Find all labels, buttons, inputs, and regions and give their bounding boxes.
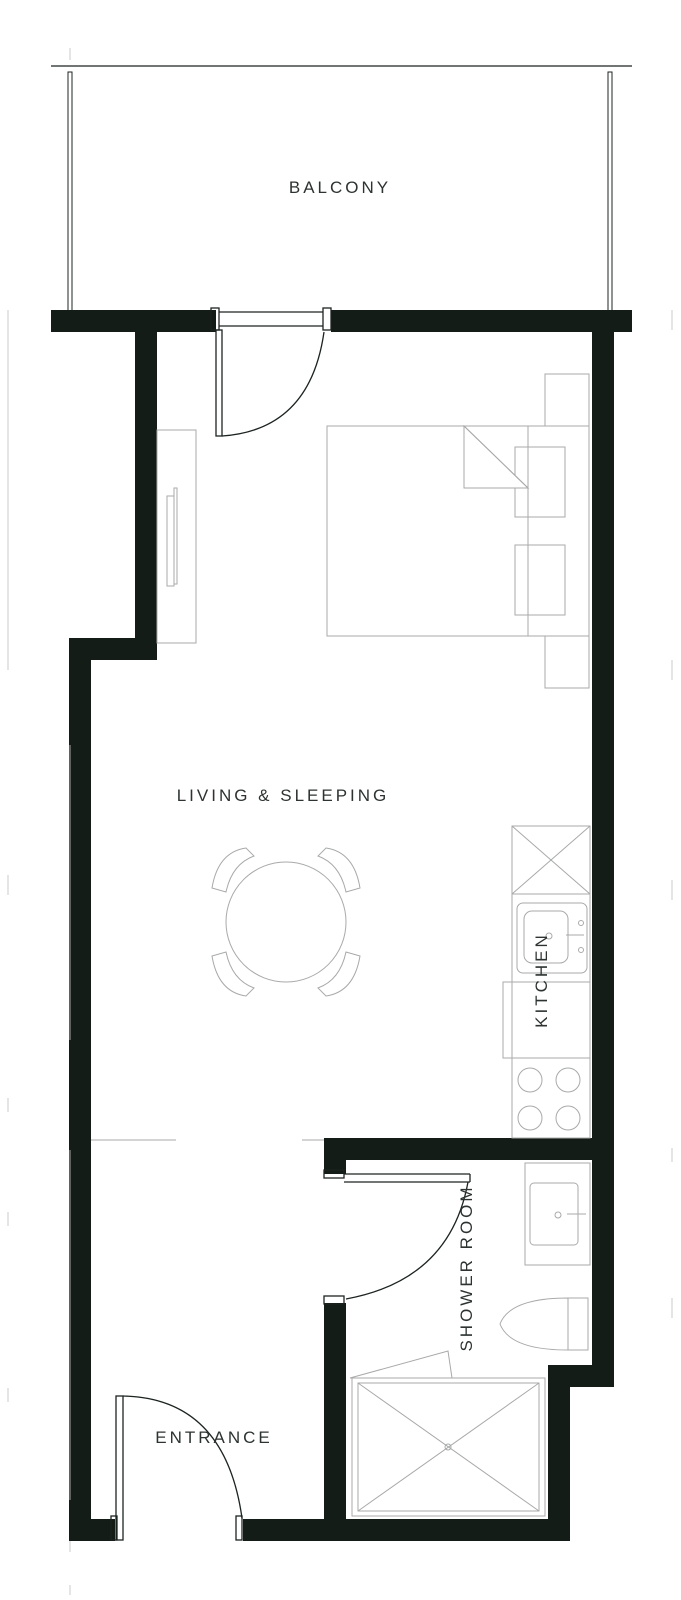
- balcony-post-left: [67, 71, 73, 313]
- shower-room-door: [323, 1169, 471, 1305]
- shower-room-label: SHOWER ROOM: [457, 1184, 476, 1351]
- kitchen-counter: [502, 825, 591, 1139]
- kitchen-label: KITCHEN: [532, 932, 551, 1028]
- entrance-door: [110, 1395, 243, 1541]
- bed: [326, 373, 590, 689]
- walls: [51, 310, 632, 1541]
- shower-room-fixtures: [349, 1162, 591, 1517]
- balcony-post-right: [607, 71, 613, 313]
- entrance-label: ENTRANCE: [155, 1428, 273, 1447]
- tv-unit: [156, 429, 197, 644]
- partition-lines: [69, 745, 324, 1500]
- dining-table: [211, 847, 361, 997]
- balcony-label: BALCONY: [289, 178, 391, 197]
- balcony-door: [210, 307, 332, 437]
- margin-ticks: [7, 48, 673, 1595]
- living-sleeping-label: LIVING & SLEEPING: [177, 786, 390, 805]
